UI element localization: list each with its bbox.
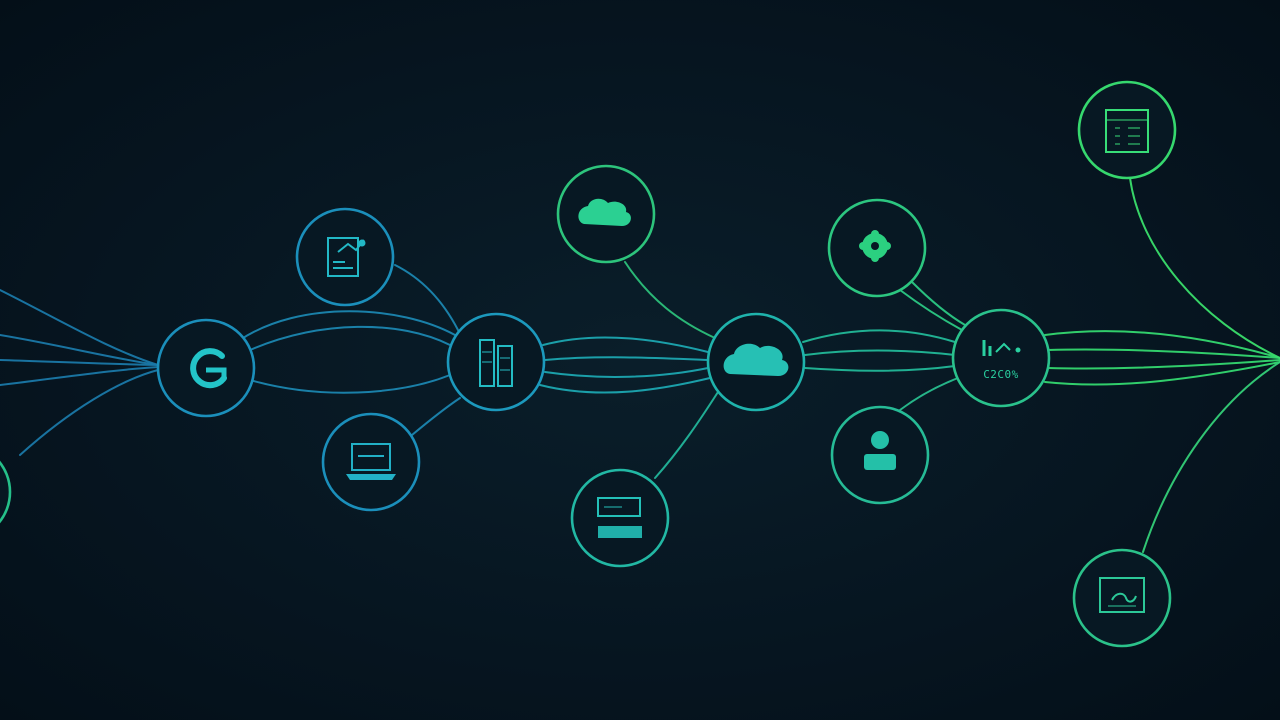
edge-google-server-2	[249, 325, 451, 351]
calculator-icon	[1105, 109, 1149, 153]
gear-icon	[859, 230, 891, 262]
node-left-edge	[0, 460, 12, 524]
edge-server-cloud-3	[544, 367, 709, 378]
edge-left-4	[0, 366, 159, 386]
edge-left-5	[19, 369, 159, 456]
edge-server-cloud-4	[539, 377, 711, 394]
node-cloud-center[interactable]	[706, 312, 806, 412]
monitor-icon	[597, 497, 642, 538]
analytics-hub-icon	[982, 340, 1021, 356]
node-google[interactable]	[156, 318, 256, 418]
edge-left-3	[0, 359, 159, 366]
edge-cloudtop-cloud	[624, 261, 716, 339]
node-hub[interactable]: C2C0%	[951, 308, 1051, 408]
laptop-icon	[346, 443, 396, 480]
edge-hub-right-1	[1044, 330, 1280, 359]
node-monitor[interactable]	[570, 468, 670, 568]
node-laptop[interactable]	[321, 412, 421, 512]
server-rack-icon	[479, 339, 513, 387]
edge-hub-right-4	[1044, 361, 1280, 386]
edge-document-server	[394, 264, 459, 331]
edge-monitor-cloud	[654, 391, 719, 479]
node-screen[interactable]	[1072, 548, 1172, 648]
edge-cloud-hub-1	[802, 329, 956, 343]
node-cloud-top[interactable]	[556, 164, 656, 264]
partial-circle-icon	[0, 460, 12, 524]
cloud-icon	[578, 198, 631, 226]
cloud-icon	[723, 343, 789, 376]
edge-screen-right	[1142, 361, 1280, 553]
hub-label: C2C0%	[983, 368, 1019, 381]
node-server[interactable]	[446, 312, 546, 412]
edge-hub-right-2	[1047, 348, 1280, 359]
edge-hub-right-3	[1047, 359, 1280, 370]
edge-cloud-hub-3	[804, 365, 956, 372]
edge-google-server-1	[239, 310, 456, 341]
node-document[interactable]	[295, 207, 395, 307]
edge-gear-hub-2	[911, 281, 966, 326]
node-gear[interactable]	[827, 198, 927, 298]
edge-left-2	[0, 334, 159, 366]
edge-calculator-right	[1129, 177, 1280, 359]
edge-user-hub	[899, 377, 959, 411]
node-calculator[interactable]	[1077, 80, 1177, 180]
edge-server-cloud-2	[544, 356, 709, 361]
google-g-icon	[190, 348, 227, 389]
document-chart-icon	[327, 237, 366, 277]
edge-cloud-hub-2	[804, 349, 956, 356]
edge-server-cloud-1	[542, 336, 709, 353]
user-icon	[864, 431, 896, 470]
edge-google-server-3	[249, 374, 451, 394]
edge-left-1	[0, 289, 159, 366]
edge-gear-hub-1	[899, 289, 963, 331]
edges	[0, 177, 1280, 553]
screen-icon	[1099, 577, 1145, 613]
node-user[interactable]	[830, 405, 930, 505]
edge-laptop-server	[411, 397, 461, 436]
